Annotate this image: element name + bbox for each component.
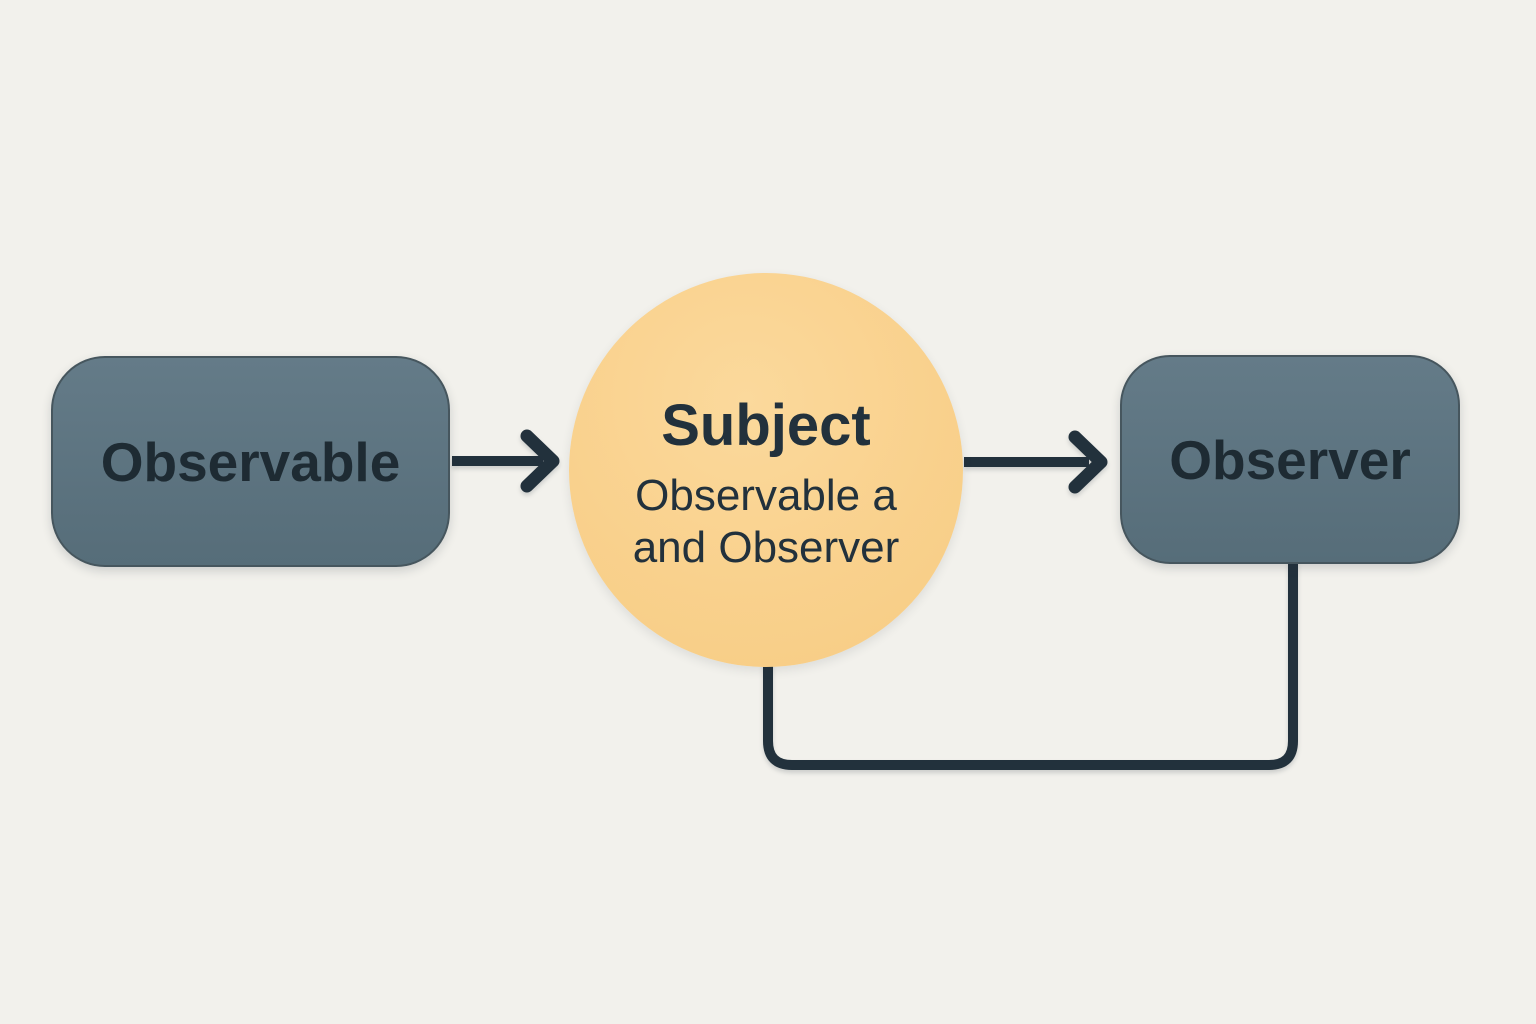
- node-subject-title: Subject: [661, 393, 871, 459]
- node-observable-label: Observable: [100, 430, 401, 493]
- node-subject: Subject Observable a and Observer: [569, 273, 963, 667]
- node-subject-text: Subject Observable a and Observer: [633, 394, 900, 574]
- node-observer: Observer: [1120, 355, 1460, 564]
- node-subject-subtitle-line2: and Observer: [632, 522, 900, 572]
- node-subject-subtitle-line1: Observable a: [635, 470, 897, 520]
- arrow-observable-to-subject-head: [520, 429, 560, 493]
- connector-observer-to-subject: [763, 560, 1298, 770]
- node-observable: Observable: [51, 356, 450, 567]
- arrow-subject-to-observer-head: [1068, 430, 1108, 494]
- node-observer-label: Observer: [1169, 428, 1411, 491]
